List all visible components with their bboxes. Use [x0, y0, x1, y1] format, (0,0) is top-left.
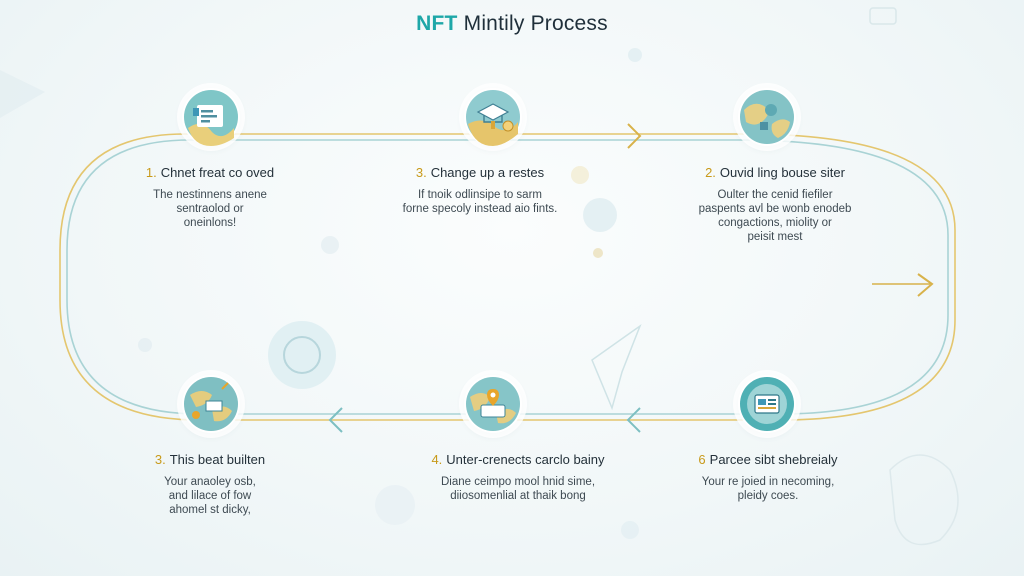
arrow-left-icon [626, 407, 641, 433]
pin-icon [466, 377, 520, 431]
step-1-description: The nestinnens anene sentraolod or onein… [153, 189, 267, 229]
step-2-title-text: Change up a restes [430, 165, 545, 180]
step-5-title-text: Unter-crenects carclo bainy [446, 452, 605, 467]
step-5-title: 4.Unter-crenects carclo bainy [398, 452, 638, 467]
background-bubble [268, 321, 336, 389]
title-text: Mintily Process [463, 12, 608, 35]
step-4-description: Your anaoley osb, and lilace of fow ahom… [164, 476, 256, 516]
step-5-description: Diane ceimpo mool hnid sime, diiosomenli… [440, 476, 596, 502]
step-5-icon-circle [464, 375, 522, 433]
background-dot [593, 248, 603, 258]
step-1-icon-circle [182, 88, 240, 146]
step-2: 3.Change up a restes If tnoik odlinsipe … [360, 165, 600, 216]
page-title: NFT Mintily Process [0, 12, 1024, 36]
step-1-title: 1.Chnet freat co oved [90, 165, 330, 180]
step-4-icon-circle [182, 375, 240, 433]
globe-icon [740, 90, 794, 144]
step-4: 3.This beat builten Your anaoley osb, an… [90, 452, 330, 517]
step-2-title: 3.Change up a restes [360, 165, 600, 180]
step-3-title-text: Ouvid ling bouse siter [719, 165, 845, 180]
background-frame [869, 7, 897, 25]
document-icon [184, 90, 238, 146]
step-1-title-text: Chnet freat co oved [160, 165, 275, 180]
step-5-number: 4. [431, 452, 443, 467]
step-2-number: 3. [415, 165, 427, 180]
background-star-shape [591, 323, 642, 411]
step-6-title-text: Parcee sibt shebreialy [709, 452, 838, 467]
step-6-description: Your re joied in necoming, pleidy coes. [701, 476, 835, 502]
step-5: 4.Unter-crenects carclo bainy Diane ceim… [398, 452, 638, 503]
step-6-icon-circle [738, 375, 796, 433]
step-3-number: 2. [705, 165, 716, 180]
background-dot [621, 521, 639, 539]
step-3-title: 2.Ouvid ling bouse siter [655, 165, 895, 180]
background-dot [138, 338, 152, 352]
step-3-icon-circle [738, 88, 796, 146]
step-2-description: If tnoik odlinsipe to sarm forne specoly… [402, 189, 558, 215]
step-2-icon-circle [464, 88, 522, 146]
step-4-title: 3.This beat builten [90, 452, 330, 467]
step-4-number: 3. [154, 452, 166, 467]
background-dot [571, 166, 589, 184]
arrow-right-icon [627, 123, 642, 149]
step-1-number: 1. [145, 165, 157, 180]
background-bubble-ring [283, 336, 321, 374]
blueprint-icon [466, 90, 520, 146]
step-4-title-text: This beat builten [169, 452, 266, 467]
background-bubble [583, 198, 617, 232]
title-accent: NFT [416, 12, 458, 35]
step-3: 2.Ouvid ling bouse siter Oulter the ceni… [655, 165, 895, 244]
panel-icon [740, 377, 794, 431]
background-triangle [0, 70, 45, 118]
step-3-description: Oulter the cenid fiefiler paspents avl b… [698, 189, 852, 243]
map-icon [184, 377, 238, 431]
background-bubble [375, 485, 415, 525]
background-dot [628, 48, 642, 62]
background-swirl [889, 454, 959, 546]
arrow-left-icon [328, 407, 343, 433]
step-6-number: 6 [698, 452, 706, 467]
background-dot [321, 236, 339, 254]
arrow-right-icon [917, 273, 934, 297]
step-1: 1.Chnet freat co oved The nestinnens ane… [90, 165, 330, 230]
